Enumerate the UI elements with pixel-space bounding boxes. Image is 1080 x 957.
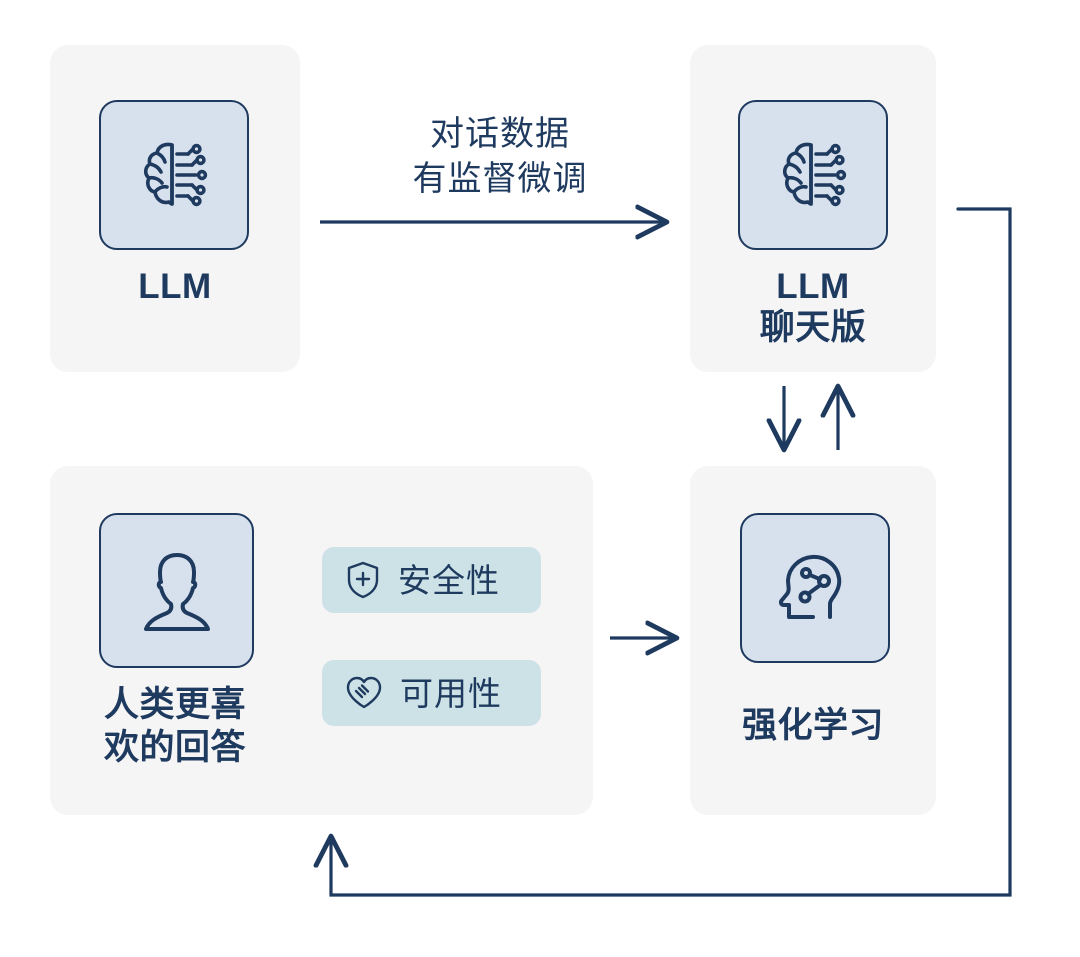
attribute-tag-helpfulness[interactable]: 可用性 <box>322 660 541 726</box>
person-silhouette-icon <box>127 541 227 641</box>
person-icon-tile <box>99 513 254 668</box>
edge-label-sft: 对话数据 有监督微调 <box>412 115 588 199</box>
brain-circuit-icon-tile-llm-chat <box>738 100 888 250</box>
head-network-icon <box>768 541 863 636</box>
node-label-llm: LLM <box>138 267 212 306</box>
attribute-tag-label: 可用性 <box>400 674 502 712</box>
brain-circuit-icon <box>767 129 859 221</box>
heart-handshake-icon <box>344 674 384 712</box>
shield-plus-icon <box>344 560 382 600</box>
node-label-reinforcement-learning: 强化学习 <box>741 706 884 745</box>
node-label-human-preference: 人类更喜 欢的回答 <box>103 685 246 767</box>
brain-circuit-icon-tile-llm <box>99 100 249 250</box>
head-network-icon-tile <box>740 513 890 663</box>
node-label-llm-chat: LLM 聊天版 <box>759 267 867 348</box>
attribute-tag-safety[interactable]: 安全性 <box>322 547 541 613</box>
brain-circuit-icon <box>128 129 220 221</box>
attribute-tag-label: 安全性 <box>398 561 500 599</box>
